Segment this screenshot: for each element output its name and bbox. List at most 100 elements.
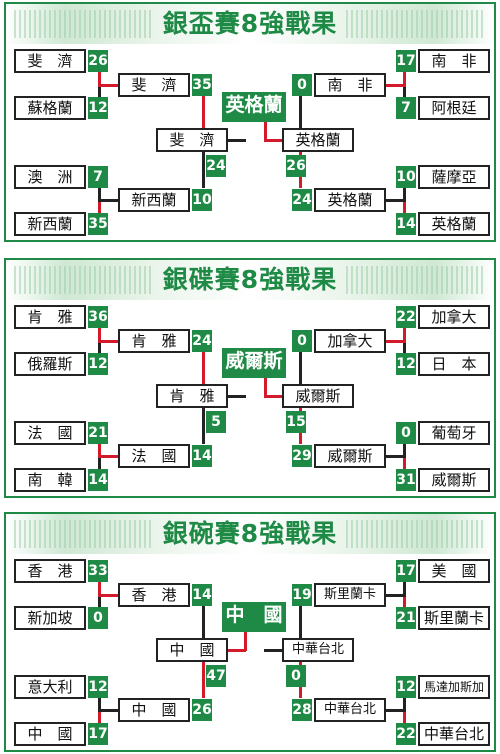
connector-line: [98, 444, 101, 456]
team-box-left-r1: 中 國: [14, 722, 86, 746]
score-left-r1: 12: [88, 353, 108, 375]
panel-header: [6, 260, 494, 300]
score-left-r1: 17: [88, 723, 108, 745]
connector-line: [403, 595, 406, 607]
connector-line: [98, 85, 101, 97]
score-right-r2: 19: [292, 584, 312, 606]
score-left-semi: 24: [206, 155, 226, 177]
score-right-r1: 12: [396, 676, 416, 698]
team-box-right-r1: 威爾斯: [418, 468, 490, 492]
connector-line: [202, 396, 205, 444]
team-box-right-r2: 加拿大: [314, 329, 386, 353]
score-right-r1: 12: [396, 353, 416, 375]
connector-line: [98, 456, 101, 469]
connector-line: [98, 328, 101, 341]
team-box-left-r1: 澳 洲: [14, 165, 86, 189]
score-left-r1: 7: [88, 166, 108, 188]
score-left-r1: 33: [88, 560, 108, 582]
score-right-r1: 7: [396, 97, 416, 119]
connector-line: [98, 188, 101, 200]
header-stripes-right: [346, 520, 486, 548]
team-box-right-semi: 英格蘭: [282, 128, 354, 152]
connector-line: [98, 710, 101, 723]
connector-line: [386, 709, 406, 712]
score-right-semi: 26: [286, 155, 306, 177]
connector-line: [98, 709, 118, 712]
panel-header: [6, 4, 494, 44]
connector-line: [299, 96, 302, 140]
connector-line: [228, 649, 246, 652]
score-left-r2: 14: [192, 445, 212, 467]
team-box-left-r2: 法 國: [118, 444, 190, 468]
team-box-right-r1: 美 國: [418, 559, 490, 583]
score-right-r1: 0: [396, 422, 416, 444]
team-box-left-r1: 蘇格蘭: [14, 96, 86, 120]
score-left-r2: 35: [192, 74, 212, 96]
header-stripes-left: [14, 10, 154, 38]
connector-line: [202, 96, 205, 140]
header-stripes-left: [14, 520, 154, 548]
connector-line: [403, 710, 406, 723]
team-box-right-r1: 斯里蘭卡: [418, 606, 490, 630]
champion-box: 威爾斯: [222, 348, 286, 378]
score-left-r2: 26: [192, 699, 212, 721]
score-right-r1: 17: [396, 560, 416, 582]
connector-line: [98, 341, 101, 353]
team-box-left-semi: 斐 濟: [156, 128, 228, 152]
score-right-r2: 0: [292, 330, 312, 352]
connector-line: [228, 395, 246, 398]
team-box-left-r2: 新西蘭: [118, 188, 190, 212]
champion-box: 英格蘭: [222, 92, 286, 122]
score-right-r2: 0: [292, 74, 312, 96]
team-box-left-r1: 法 國: [14, 421, 86, 445]
connector-line: [98, 72, 101, 85]
score-left-r2: 24: [192, 330, 212, 352]
champion-box: 中 國: [222, 602, 286, 632]
connector-line: [403, 444, 406, 456]
connector-line: [403, 328, 406, 341]
score-left-r1: 21: [88, 422, 108, 444]
team-box-right-semi: 威爾斯: [282, 384, 354, 408]
score-right-r1: 21: [396, 607, 416, 629]
panel-title: 銀盃賽8強戰果: [162, 9, 338, 38]
team-box-right-r1: 日 本: [418, 352, 490, 376]
team-box-left-semi: 肯 雅: [156, 384, 228, 408]
connector-line: [264, 649, 282, 652]
team-box-left-r1: 香 港: [14, 559, 86, 583]
team-box-left-semi: 中 國: [156, 638, 228, 662]
connector-line: [403, 698, 406, 710]
team-box-left-r2: 香 港: [118, 583, 190, 607]
score-left-r1: 36: [88, 306, 108, 328]
team-box-right-r2: 斯里蘭卡: [314, 583, 386, 607]
team-box-right-r2: 中華台北: [314, 698, 386, 722]
connector-line: [403, 456, 406, 469]
panel-title: 銀碗賽8強戰果: [162, 519, 338, 548]
team-box-left-r1: 意大利: [14, 675, 86, 699]
connector-line: [202, 606, 205, 650]
team-box-right-r2: 英格蘭: [314, 188, 386, 212]
team-box-right-r1: 南 非: [418, 49, 490, 73]
team-box-right-r1: 馬達加斯加: [418, 675, 490, 699]
score-left-r1: 0: [88, 607, 108, 629]
connector-line: [403, 200, 406, 213]
connector-line: [98, 200, 101, 213]
score-left-r1: 12: [88, 676, 108, 698]
header-stripes-right: [346, 266, 486, 294]
connector-line: [403, 341, 406, 353]
header-stripes-left: [14, 266, 154, 294]
team-box-right-r1: 加拿大: [418, 305, 490, 329]
connector-line: [228, 139, 246, 142]
score-left-r1: 26: [88, 50, 108, 72]
connector-line: [386, 594, 406, 597]
score-right-r2: 24: [292, 189, 312, 211]
score-right-r1: 10: [396, 166, 416, 188]
connector-line: [202, 140, 205, 188]
connector-line: [264, 368, 267, 397]
team-box-right-r1: 薩摩亞: [418, 165, 490, 189]
team-box-right-r1: 阿根廷: [418, 96, 490, 120]
score-left-r2: 14: [192, 584, 212, 606]
team-box-left-r2: 肯 雅: [118, 329, 190, 353]
connector-line: [299, 352, 302, 396]
team-box-right-r2: 南 非: [314, 73, 386, 97]
connector-line: [386, 455, 406, 458]
